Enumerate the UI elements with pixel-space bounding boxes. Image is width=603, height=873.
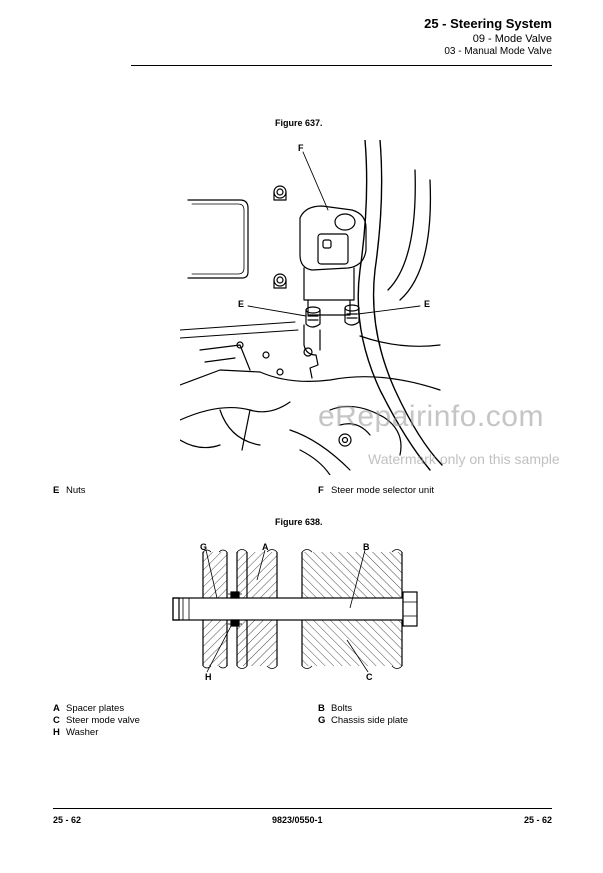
legend-key: C — [53, 715, 60, 726]
watermark-logo-text: eRepairinfo.com — [318, 400, 544, 433]
spacer-plates — [236, 549, 278, 669]
legend-key: E — [53, 485, 60, 496]
leader-line-E-left — [247, 305, 307, 317]
leader-line-E-right — [357, 305, 421, 315]
leader-line-C — [346, 639, 369, 673]
callout-E-left: E — [238, 299, 245, 309]
figure-637-illustration — [180, 140, 443, 475]
figure-638-illustration — [172, 549, 418, 673]
legend-text: Steer mode selector unit — [331, 485, 434, 496]
nut-left — [305, 306, 321, 328]
steer-mode-selector-unit — [299, 205, 367, 316]
footer-page-left: 25 - 62 — [53, 815, 82, 825]
legend-text: Chassis side plate — [331, 715, 409, 726]
bolt — [172, 591, 418, 627]
bolt-head — [273, 185, 287, 201]
legend-key: F — [318, 485, 324, 496]
legend-item-B: B Bolts — [318, 703, 352, 715]
legend-text: Nuts — [66, 485, 86, 496]
section-title: 25 - Steering System — [424, 16, 552, 31]
panel-outline — [187, 199, 249, 279]
section-subtitle: 09 - Mode Valve — [472, 33, 552, 45]
callout-E-right: E — [424, 299, 431, 309]
header-rule — [131, 65, 552, 66]
footer-rule — [53, 808, 552, 809]
legend-text: Steer mode valve — [66, 715, 140, 726]
legend-key: B — [318, 703, 325, 714]
figure-638-title: Figure 638. — [275, 517, 323, 527]
leader-line-H — [206, 625, 232, 673]
legend-text: Spacer plates — [66, 703, 125, 714]
leader-line-F — [302, 151, 329, 211]
legend-item-G: G Chassis side plate — [318, 715, 408, 727]
chassis-side-plate — [202, 549, 228, 669]
legend-item-H: H Washer — [53, 727, 98, 739]
subsection-subtitle: 03 - Manual Mode Valve — [444, 46, 552, 57]
legend-item-C: C Steer mode valve — [53, 715, 140, 727]
washer — [228, 591, 242, 627]
callout-C: C — [366, 672, 373, 682]
figure-637-title: Figure 637. — [275, 118, 323, 128]
watermark-notice: Watermark only on this sample — [368, 451, 560, 467]
callout-H: H — [205, 672, 212, 682]
legend-text: Washer — [66, 727, 99, 738]
legend-item-A: A Spacer plates — [53, 703, 124, 715]
legend-item-E: E Nuts — [53, 485, 86, 497]
legend-text: Bolts — [331, 703, 353, 714]
callout-F: F — [298, 143, 304, 153]
steer-mode-valve — [301, 549, 403, 669]
leader-line-G — [205, 549, 218, 599]
leader-line-B — [349, 549, 366, 609]
valve-stem — [303, 324, 319, 379]
nut-right — [344, 304, 360, 326]
bolt-head — [273, 273, 287, 289]
footer-document-number: 9823/0550-1 — [272, 815, 323, 825]
legend-key: A — [53, 703, 60, 714]
legend-key: H — [53, 727, 60, 738]
callout-G: G — [200, 542, 208, 552]
footer-page-right: 25 - 62 — [523, 815, 552, 825]
callout-A: A — [262, 542, 269, 552]
callout-B: B — [363, 542, 370, 552]
legend-key: G — [318, 715, 326, 726]
leader-line-A — [256, 549, 266, 581]
legend-item-F: F Steer mode selector unit — [318, 485, 434, 497]
